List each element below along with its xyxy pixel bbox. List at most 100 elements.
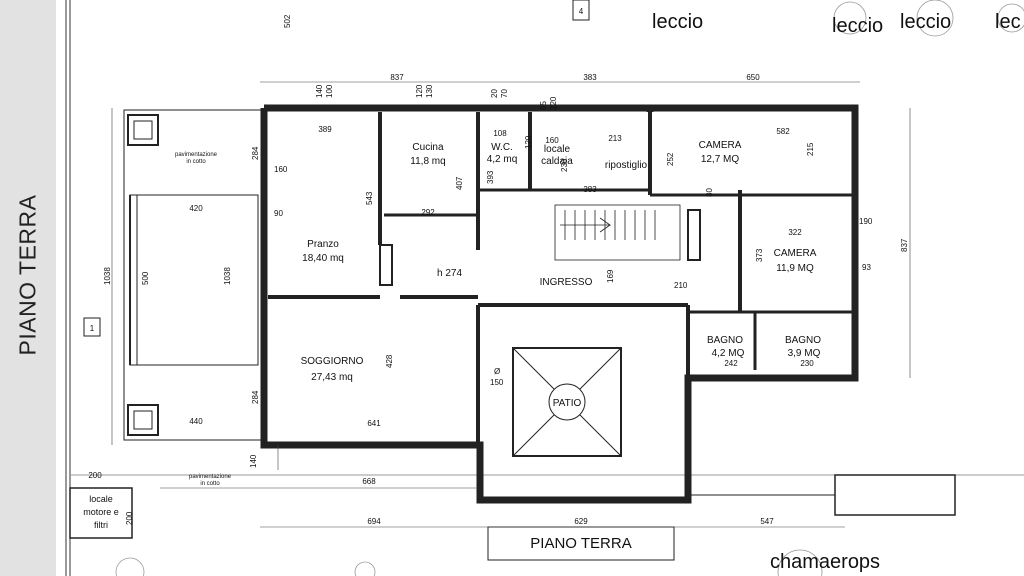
dim-169: 169	[606, 269, 615, 283]
paving-note-2a: pavimentazione	[189, 474, 232, 480]
dim-428: 428	[385, 354, 394, 368]
opening-70: 70	[500, 89, 509, 98]
outbuildings	[69, 474, 956, 561]
room-cucina-area: 11,8 mq	[410, 156, 445, 167]
dim-215: 215	[806, 142, 815, 156]
dim-284-a: 284	[251, 146, 260, 160]
dim-373: 373	[755, 248, 764, 262]
room-bagno2-name: BAGNO	[785, 335, 821, 346]
sidebar-panel: PIANO TERRA	[0, 0, 56, 576]
dim-543: 543	[365, 191, 374, 205]
room-soggiorno-name: SOGGIORNO	[301, 356, 364, 367]
dim-bottom-g: 200	[125, 511, 134, 525]
room-wc-area: 4,2 mq	[487, 154, 518, 165]
opening-160: 160	[274, 165, 288, 174]
dim-120: 120	[524, 135, 533, 149]
room-caldaia-line1: locale	[544, 144, 571, 155]
room-wc-name: W.C.	[491, 142, 513, 153]
opening-80: 80	[705, 188, 714, 197]
dim-right: 837	[900, 238, 909, 252]
locale-motore-line1: locale	[89, 494, 113, 504]
room-bagno1-area: 4,2 MQ	[712, 348, 745, 359]
dim-420: 420	[189, 204, 203, 213]
paving-note-1b: in cotto	[186, 159, 206, 165]
opening-85: 85	[539, 101, 548, 110]
dim-bottom-c: 547	[760, 517, 774, 526]
room-soggiorno-area: 27,43 mq	[311, 372, 353, 383]
staircase	[554, 204, 681, 261]
dim-284-b: 284	[251, 390, 260, 404]
dim-108: 108	[493, 129, 507, 138]
section-mark-top: 4	[579, 7, 584, 16]
dim-252: 252	[666, 152, 675, 166]
room-pranzo-name: Pranzo	[307, 239, 339, 250]
opening-100: 100	[325, 84, 334, 98]
dim-230-b: 230	[800, 359, 814, 368]
tree-graphics	[115, 0, 1024, 576]
opening-20: 20	[490, 89, 499, 98]
dim-160: 160	[545, 136, 559, 145]
frame-lines	[65, 0, 1024, 576]
tree-label-leccio-1: leccio	[652, 11, 703, 33]
dim-top-502: 502	[283, 14, 292, 28]
room-bagno2-area: 3,9 MQ	[788, 348, 821, 359]
dimension-lines	[111, 81, 911, 528]
section-markers	[83, 0, 590, 337]
dim-582: 582	[776, 127, 790, 136]
dim-230: 230	[560, 158, 569, 172]
dim-292: 292	[421, 208, 435, 217]
locale-motore-line2: motore e	[83, 507, 119, 517]
tree-label-leccio-2: leccio	[832, 15, 883, 37]
dim-top-a: 837	[390, 73, 404, 82]
dim-top-c: 650	[746, 73, 760, 82]
diameter-value: 150	[490, 378, 504, 387]
opening-90: 90	[274, 209, 283, 218]
room-patio-name: PATIO	[553, 398, 582, 409]
locale-motore-line3: filtri	[94, 520, 108, 530]
dim-242: 242	[724, 359, 738, 368]
paving-note-1a: pavimentazione	[175, 152, 218, 158]
terrace-area	[123, 109, 265, 441]
paving-note-2b: in cotto	[200, 481, 220, 487]
opening-190: 190	[859, 217, 873, 226]
plan-title: PIANO TERRA	[530, 535, 631, 552]
diameter-symbol: Ø	[494, 367, 500, 376]
dim-383-inner: 383	[583, 185, 597, 194]
room-ingresso-name: INGRESSO	[540, 277, 593, 288]
dim-bottom-a: 694	[367, 517, 381, 526]
opening-93: 93	[862, 263, 871, 272]
dim-bottom-e: 200	[88, 471, 102, 480]
dim-top-b: 383	[583, 73, 597, 82]
dim-left-1: 1038	[103, 267, 112, 285]
dim-322: 322	[788, 228, 802, 237]
dim-left-3: 1038	[223, 267, 232, 285]
walls	[260, 104, 859, 504]
dim-389: 389	[318, 125, 332, 134]
dim-bottom-d: 668	[362, 477, 376, 486]
room-cucina-name: Cucina	[412, 142, 444, 153]
opening-130: 130	[425, 84, 434, 98]
room-camera2-area: 11,9 MQ	[776, 263, 814, 274]
tree-label-leccio-4: lec	[995, 11, 1021, 33]
section-mark-left: 1	[90, 324, 95, 333]
dim-bottom-b: 629	[574, 517, 588, 526]
dim-393: 393	[486, 170, 495, 184]
dim-440: 440	[189, 417, 203, 426]
opening-210: 210	[674, 281, 688, 290]
room-ripostiglio-name: ripostiglio	[605, 160, 648, 171]
room-pranzo-area: 18,40 mq	[302, 253, 344, 264]
opening-220: 220	[549, 96, 558, 110]
opening-140: 140	[315, 84, 324, 98]
room-caldaia-line2: caldaia	[541, 156, 573, 167]
dim-bottom-f: 140	[249, 454, 258, 468]
patio-graphic	[512, 347, 622, 457]
tree-label-chamaerops: chamaerops	[770, 551, 880, 573]
room-bagno1-name: BAGNO	[707, 335, 743, 346]
tree-label-leccio-3: leccio	[900, 11, 951, 33]
opening-120: 120	[415, 84, 424, 98]
dim-641: 641	[367, 419, 381, 428]
room-camera1-name: CAMERA	[699, 140, 742, 151]
room-camera1-area: 12,7 MQ	[701, 154, 740, 165]
height-note: h 274	[437, 268, 462, 279]
